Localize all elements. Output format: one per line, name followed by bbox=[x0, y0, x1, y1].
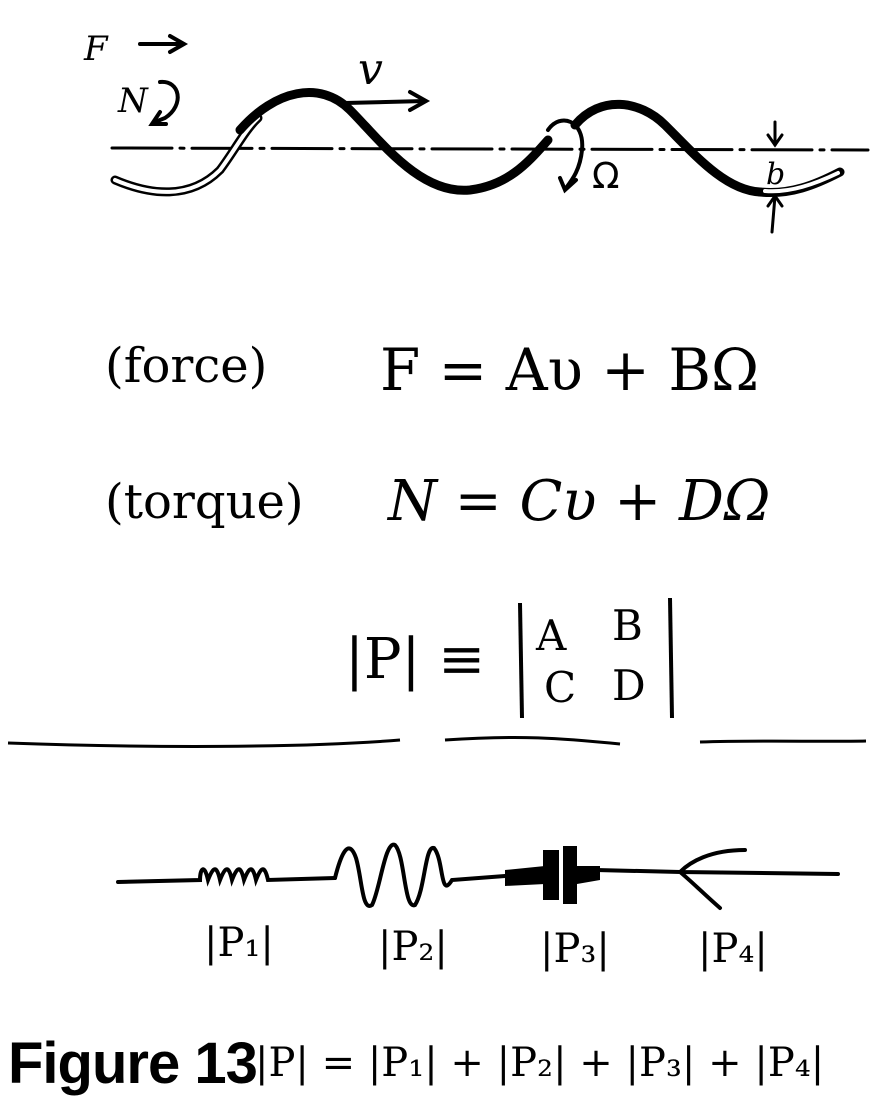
figure-caption-label: Figure 13 bbox=[8, 1031, 258, 1096]
segment-2-large-coil bbox=[333, 842, 507, 908]
segment-label-4: |P₄| bbox=[698, 926, 768, 972]
segment-label-3: |P₃| bbox=[540, 926, 610, 972]
matrix-left-bar bbox=[518, 602, 524, 719]
segment-3-knot bbox=[505, 846, 600, 904]
segment-label-2: |P₂| bbox=[378, 924, 448, 970]
amplitude-label: b bbox=[766, 157, 785, 192]
force-arrowhead bbox=[168, 34, 189, 54]
helix-labels: F N v Ω b bbox=[83, 29, 785, 197]
helix-axis-line bbox=[110, 146, 870, 152]
torque-equation: N = Cυ + DΩ bbox=[386, 469, 770, 534]
helix-right-crest bbox=[570, 99, 765, 197]
amplitude-tick-bottom bbox=[770, 194, 777, 234]
matrix-b: B bbox=[612, 601, 643, 650]
torque-label: N bbox=[117, 81, 149, 121]
composite-sketch bbox=[116, 842, 840, 910]
force-equation: F = Aυ + BΩ bbox=[380, 336, 759, 404]
segment-4-hook bbox=[594, 848, 840, 910]
rotation-arrow bbox=[546, 118, 585, 190]
equations-block: (force) F = Aυ + BΩ (torque) N = Cυ + DΩ… bbox=[105, 336, 770, 719]
velocity-arrow bbox=[343, 99, 427, 105]
velocity-label: v bbox=[358, 44, 383, 95]
matrix-c: C bbox=[544, 663, 576, 712]
segment-label-1: |P₁| bbox=[204, 920, 274, 966]
matrix-lhs: |P| ≡ bbox=[345, 627, 485, 692]
force-tag: (force) bbox=[105, 338, 267, 394]
matrix-a: A bbox=[535, 611, 567, 660]
segment-labels: |P₁| |P₂| |P₃| |P₄| bbox=[204, 920, 768, 972]
force-label: F bbox=[83, 29, 109, 69]
helix-sketch bbox=[110, 34, 870, 234]
torque-tag: (torque) bbox=[105, 474, 304, 530]
torque-curl-arrow bbox=[153, 79, 180, 124]
matrix-d: D bbox=[612, 661, 646, 710]
divider-line bbox=[7, 735, 867, 748]
helix-front-segment bbox=[235, 88, 553, 195]
matrix-right-bar bbox=[668, 597, 674, 719]
velocity-arrowhead bbox=[408, 90, 431, 112]
segment-1-small-coil bbox=[116, 867, 337, 887]
figure-caption-equation: |P| = |P₁| + |P₂| + |P₃| + |P₄| bbox=[255, 1040, 825, 1086]
rotation-label: Ω bbox=[592, 156, 620, 197]
